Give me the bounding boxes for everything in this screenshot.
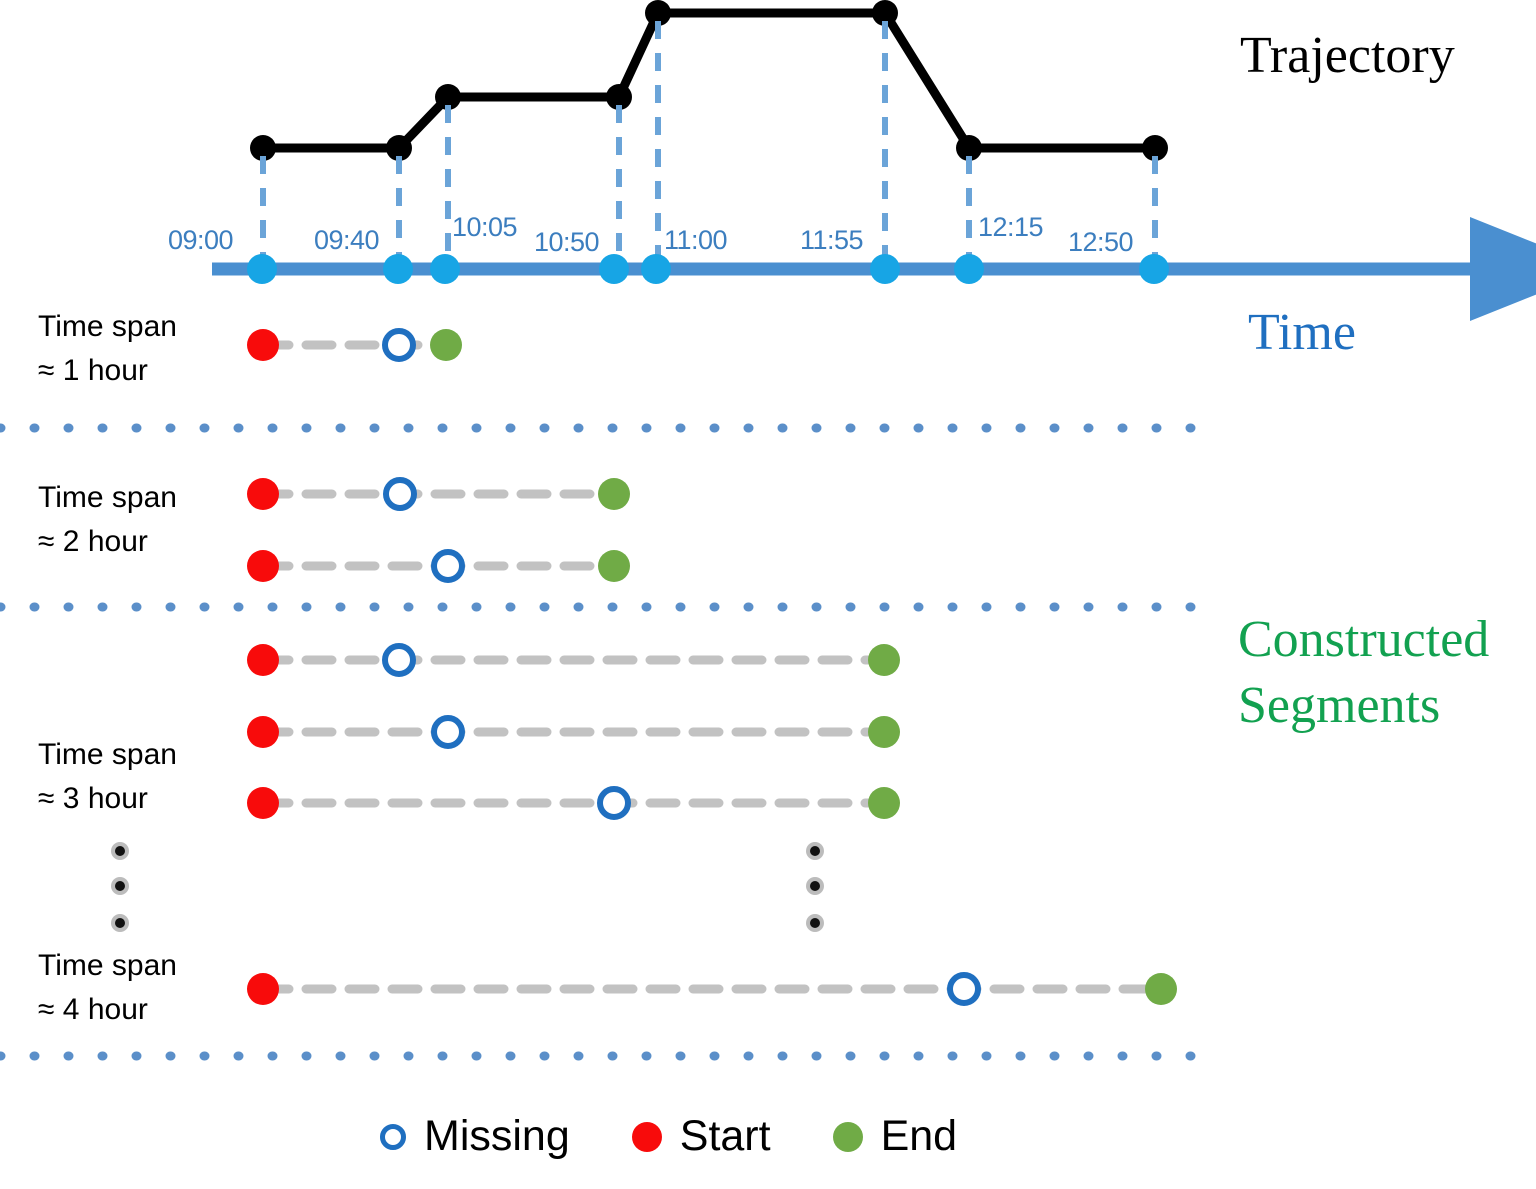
end-marker-icon [832, 1121, 863, 1152]
segment-start-marker[interactable] [247, 329, 279, 361]
legend: Missing Start End [380, 1112, 1019, 1161]
segment-start-marker[interactable] [247, 550, 279, 582]
trajectory-node [956, 135, 982, 161]
segment-end-marker[interactable] [1145, 973, 1177, 1005]
ellipsis-dot [115, 846, 125, 856]
segment-missing-marker[interactable] [382, 643, 416, 677]
time-tick-label: 09:00 [168, 225, 234, 255]
constructed-segments-title-line1: Constructed [1238, 611, 1490, 668]
ellipsis-dot [810, 881, 820, 891]
vertical-ellipsis-group [111, 842, 824, 932]
time-axis-node[interactable] [641, 254, 671, 284]
time-span-label-span-2-hour: Time span ≈ 2 hour [38, 476, 177, 563]
segment-missing-marker[interactable] [597, 786, 631, 820]
segment-missing-marker[interactable] [382, 328, 416, 362]
trajectory-polyline [250, 0, 1168, 161]
time-span-label-line1: Time span [38, 949, 177, 982]
legend-item-end: End [832, 1112, 958, 1161]
legend-label: Start [679, 1112, 771, 1160]
ellipsis-dot [810, 846, 820, 856]
ellipsis-dot-halo [111, 877, 129, 895]
segment-missing-marker[interactable] [431, 715, 465, 749]
segment-missing-marker[interactable] [947, 972, 981, 1006]
time-span-label-line1: Time span [38, 481, 177, 514]
trajectory-node [1142, 135, 1168, 161]
time-axis-node[interactable] [599, 254, 629, 284]
time-axis-node[interactable] [247, 254, 277, 284]
legend-item-missing: Missing [380, 1112, 570, 1161]
time-tick-label: 09:40 [314, 225, 380, 255]
ellipsis-dot-halo [806, 877, 824, 895]
missing-marker-icon [380, 1123, 406, 1150]
time-span-label-span-4-hour: Time span ≈ 4 hour [38, 944, 177, 1031]
legend-item-start: Start [631, 1112, 771, 1161]
legend-label: End [880, 1112, 958, 1160]
time-axis-node[interactable] [430, 254, 460, 284]
time-tick-label: 11:00 [664, 225, 728, 255]
time-span-label-line1: Time span [38, 738, 177, 771]
legend-label: Missing [424, 1112, 570, 1160]
segment-start-marker[interactable] [247, 787, 279, 819]
segment-missing-marker[interactable] [431, 549, 465, 583]
segment-end-marker[interactable] [868, 787, 900, 819]
segment-start-marker[interactable] [247, 644, 279, 676]
time-span-label-line2: ≈ 1 hour [38, 353, 148, 387]
time-span-label-line1: Time span [38, 310, 177, 343]
ellipsis-dot-halo [806, 842, 824, 860]
constructed-segments-title-line2: Segments [1238, 677, 1441, 734]
segment-missing-marker[interactable] [383, 477, 417, 511]
time-axis-nodes [247, 254, 1169, 284]
time-tick-label: 12:50 [1068, 227, 1134, 257]
trajectory-node [645, 0, 671, 26]
time-tick-label: 10:50 [534, 227, 600, 257]
trajectory-line [258, 8, 1160, 153]
group-separators [0, 423, 1210, 1061]
time-axis-node[interactable] [1139, 254, 1169, 284]
ellipsis-dot-halo [111, 842, 129, 860]
time-axis-node[interactable] [954, 254, 984, 284]
segment-start-marker[interactable] [247, 716, 279, 748]
trajectory-node [872, 0, 898, 26]
time-axis-title: Time [1248, 304, 1356, 361]
trajectory-node [606, 84, 632, 110]
trajectory-node [250, 135, 276, 161]
time-axis-node[interactable] [870, 254, 900, 284]
ellipsis-dot [115, 881, 125, 891]
time-tick-label: 10:05 [452, 212, 518, 242]
time-span-label-span-1-hour: Time span ≈ 1 hour [38, 305, 177, 392]
segment-end-marker[interactable] [868, 716, 900, 748]
trajectory-node [435, 84, 461, 110]
segment-end-marker[interactable] [598, 550, 630, 582]
segment-end-marker[interactable] [598, 478, 630, 510]
time-tick-label: 12:15 [978, 212, 1044, 242]
time-span-label-line2: ≈ 4 hour [38, 992, 148, 1026]
trajectory-title: Trajectory [1240, 27, 1455, 84]
segment-end-marker[interactable] [868, 644, 900, 676]
time-tick-label: 11:55 [800, 225, 864, 255]
ellipsis-dot [115, 918, 125, 928]
segment-start-marker[interactable] [247, 973, 279, 1005]
ellipsis-dot-halo [111, 914, 129, 932]
start-marker-icon [631, 1121, 662, 1152]
ellipsis-dot [810, 918, 820, 928]
time-axis-node[interactable] [383, 254, 413, 284]
ellipsis-dot-halo [806, 914, 824, 932]
segment-start-marker[interactable] [247, 478, 279, 510]
trajectory-node [386, 135, 412, 161]
time-span-label-span-3-hour: Time span ≈ 3 hour [38, 733, 177, 820]
time-span-label-line2: ≈ 3 hour [38, 781, 148, 815]
segment-end-marker[interactable] [430, 329, 462, 361]
time-span-label-line2: ≈ 2 hour [38, 524, 148, 558]
constructed-segments-group [247, 328, 1177, 1006]
